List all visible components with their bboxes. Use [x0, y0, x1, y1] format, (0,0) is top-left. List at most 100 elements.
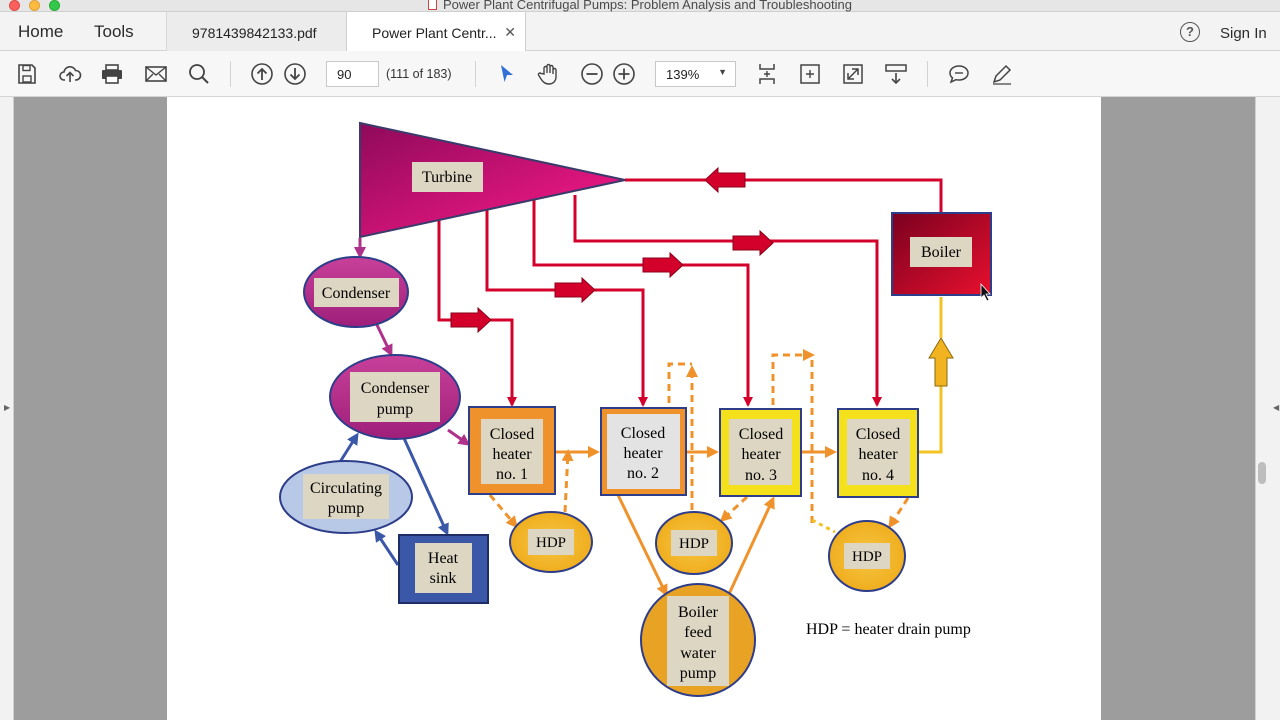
tab-document-1[interactable]: 9781439842133.pdf [166, 12, 346, 51]
boiler: Boiler [891, 212, 992, 296]
bfwp-label-4: pump [680, 665, 716, 682]
tab-document-2-active[interactable]: Power Plant Centr... ✕ [346, 12, 526, 52]
circulating-pump-label-1: Circulating [310, 480, 382, 497]
steam-direction-arrows [450, 166, 774, 334]
boiler-label: Boiler [921, 244, 962, 261]
steam-lines [437, 178, 943, 407]
tab-bar: Home Tools 9781439842133.pdf Power Plant… [0, 12, 1280, 52]
hdp-1-label: HDP [536, 535, 566, 551]
pointer-icon[interactable] [495, 62, 519, 86]
window-close-button[interactable] [9, 0, 20, 11]
feedwater-to-boiler [918, 297, 954, 454]
heater-1-label-1: Closed [490, 426, 534, 443]
bfwp-label-3: water [680, 645, 716, 662]
heater-4-label-2: heater [858, 446, 898, 463]
right-panel: ◀ [1255, 97, 1280, 720]
heat-sink-label-1: Heat [428, 550, 459, 567]
heater-3-label-2: heater [741, 446, 781, 463]
arrow-up-circle-icon[interactable] [250, 62, 274, 86]
bfwp-label-2: feed [684, 624, 712, 641]
mouse-cursor-icon [980, 282, 991, 302]
heater-3-label-1: Closed [739, 426, 783, 443]
toolbar: (111 of 183) 139% ▼ [0, 51, 1280, 97]
plus-circle-icon[interactable] [612, 62, 636, 86]
heater-1-label-3: no. 1 [496, 466, 528, 483]
window-title-text: Power Plant Centrifugal Pumps: Problem A… [443, 0, 852, 12]
condenser-pump-label-2: pump [377, 401, 413, 418]
window-maximize-button[interactable] [49, 0, 60, 11]
scrollbar-thumb[interactable] [1258, 462, 1266, 484]
help-icon[interactable]: ? [1180, 22, 1200, 42]
drain-line-yellow [811, 518, 836, 534]
sign-in-link[interactable]: Sign In [1220, 25, 1267, 42]
nav-tools[interactable]: Tools [94, 22, 134, 41]
heater-2-label-2: heater [623, 445, 663, 462]
closed-heater-2: Closed heater no. 2 [600, 407, 687, 496]
window-titlebar: Power Plant Centrifugal Pumps: Problem A… [0, 0, 1280, 12]
closed-heater-3: Closed heater no. 3 [719, 408, 802, 497]
condenser-label: Condenser [322, 285, 391, 302]
search-icon[interactable] [187, 62, 211, 86]
window-minimize-button[interactable] [29, 0, 40, 11]
comment-icon[interactable] [947, 62, 971, 86]
zoom-value: 139% [666, 67, 700, 82]
heat-sink: Heat sink [398, 534, 489, 604]
zoom-select[interactable]: 139% ▼ [655, 61, 736, 87]
hdp-3-label: HDP [852, 549, 882, 565]
save-icon[interactable] [15, 62, 39, 86]
heater-2-label-3: no. 2 [627, 465, 659, 482]
toolbar-divider [927, 61, 928, 87]
arrow-down-circle-icon[interactable] [283, 62, 307, 86]
heater-4-label-1: Closed [856, 426, 900, 443]
closed-heater-4: Closed heater no. 4 [837, 408, 919, 498]
heater-1-label-2: heater [492, 446, 532, 463]
hdp-3: HDP [828, 520, 906, 592]
page-display-icon[interactable] [755, 62, 779, 86]
expand-right-icon: ▶ [4, 403, 11, 412]
heater-4-label-3: no. 4 [862, 467, 894, 484]
upload-cloud-icon[interactable] [58, 62, 82, 86]
tab-close-icon[interactable]: ✕ [504, 24, 516, 40]
chevron-down-icon: ▼ [718, 67, 727, 77]
page-count: (111 of 183) [386, 67, 452, 81]
circulating-pump-label-2: pump [328, 500, 364, 517]
condenser: Condenser [303, 256, 409, 328]
toolbar-divider [475, 61, 476, 87]
pdf-file-icon [428, 0, 437, 10]
pen-icon[interactable] [990, 62, 1014, 86]
heater-2-label-1: Closed [621, 425, 665, 442]
closed-heater-1: Closed heater no. 1 [468, 406, 556, 495]
hdp-1: HDP [509, 511, 593, 573]
page-number-input[interactable] [326, 61, 379, 87]
envelope-icon[interactable] [144, 62, 168, 86]
fit-page-icon[interactable] [798, 62, 822, 86]
minus-circle-icon[interactable] [580, 62, 604, 86]
turbine: Turbine [359, 121, 626, 239]
left-panel-toggle[interactable]: ▶ [0, 97, 14, 720]
diagram-legend: HDP = heater drain pump [806, 621, 971, 638]
tab-label: 9781439842133.pdf [192, 25, 317, 41]
power-plant-diagram: Turbine Boiler Condenser Condenser pump [279, 121, 992, 697]
full-screen-icon[interactable] [841, 62, 865, 86]
hand-icon[interactable] [537, 62, 561, 86]
condenser-flow [338, 238, 471, 566]
turbine-label: Turbine [422, 169, 472, 186]
pdf-page: Turbine Boiler Condenser Condenser pump [167, 97, 1101, 720]
hdp-2-label: HDP [679, 536, 709, 552]
drain-lines [488, 349, 910, 529]
nav-home[interactable]: Home [18, 22, 64, 41]
condenser-pump: Condenser pump [329, 354, 461, 440]
circulating-pump: Circulating pump [279, 460, 413, 534]
expand-left-icon[interactable]: ◀ [1273, 403, 1280, 412]
hdp-2: HDP [655, 511, 733, 575]
tab-label: Power Plant Centr... [372, 25, 497, 41]
heat-sink-label-2: sink [430, 570, 457, 587]
scroll-mode-icon[interactable] [884, 62, 908, 86]
feedwater-flow [555, 446, 837, 597]
print-icon[interactable] [100, 62, 124, 86]
bfwp-label-1: Boiler [678, 604, 719, 621]
heater-3-label-3: no. 3 [745, 467, 777, 484]
boiler-feed-water-pump: Boiler feed water pump [640, 583, 756, 697]
toolbar-divider [230, 61, 231, 87]
window-title: Power Plant Centrifugal Pumps: Problem A… [0, 0, 1280, 12]
